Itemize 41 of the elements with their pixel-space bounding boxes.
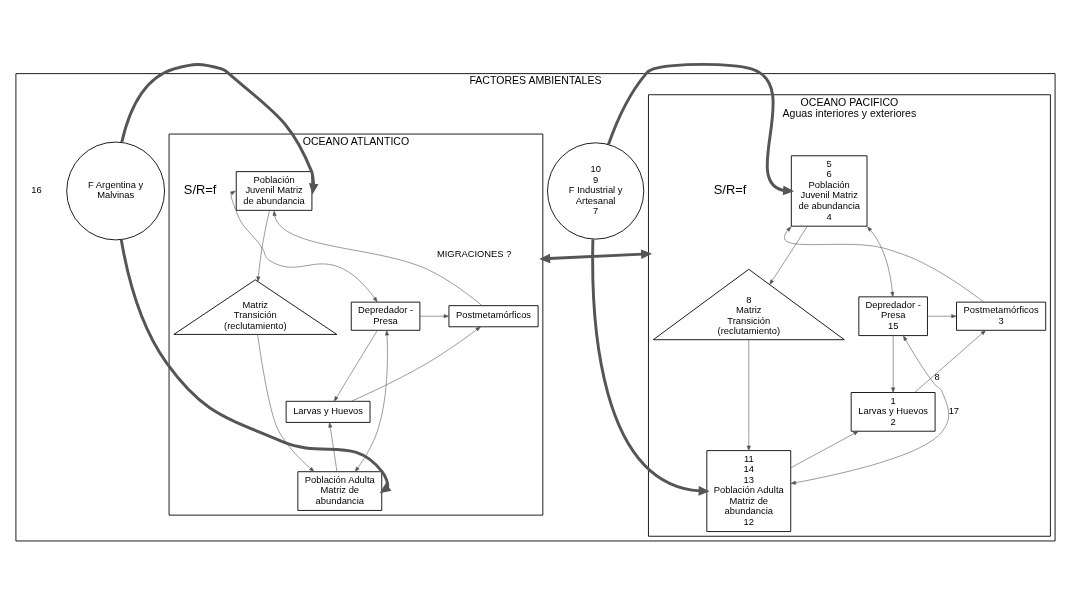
node-box: Depredador - Presa 15 — [858, 295, 928, 336]
node-box: 11 14 13 Población Adulta Matriz de abundancia 12 — [706, 449, 792, 532]
arrow — [256, 209, 270, 282]
arrow — [790, 430, 859, 468]
node-box: Población Juvenil Matriz de abundancia — [235, 170, 313, 211]
node-box: Postmetamórficos 3 — [956, 301, 1047, 331]
arrow — [333, 329, 378, 402]
node-box: Población Adulta Matriz de abundancia — [297, 470, 383, 511]
arrow — [927, 313, 957, 318]
arrow — [591, 238, 710, 496]
arrow — [419, 313, 449, 318]
edge-label: MIGRACIONES ? — [436, 248, 512, 259]
arrow — [328, 421, 338, 472]
arrow — [539, 248, 653, 263]
label: S/R=f — [713, 181, 747, 197]
label: S/R=f — [183, 181, 217, 197]
edge-label: 8 — [934, 371, 940, 382]
node-box: Depredador - Presa — [350, 301, 421, 331]
arrow — [230, 190, 378, 302]
node-box: Larvas y Huevos — [285, 400, 371, 423]
arrow — [120, 62, 319, 195]
arrow — [784, 225, 985, 302]
arrow — [119, 239, 392, 493]
arrow — [867, 225, 895, 297]
arrow — [272, 210, 483, 306]
arrow — [769, 225, 808, 285]
arrow — [350, 326, 481, 402]
arrow — [607, 62, 795, 195]
arrow — [891, 334, 896, 393]
arrow — [354, 329, 389, 472]
node-circle: 10 9 F Industrial y Artesanal 7 — [547, 141, 645, 240]
arrow — [914, 329, 986, 393]
edge-label: 17 — [948, 405, 960, 416]
arrow — [746, 338, 751, 451]
node-circle: F Argentina y Malvinas — [66, 141, 166, 240]
node-box: Postmetamórficos — [448, 304, 539, 327]
label: 16 — [31, 184, 42, 195]
node-box: 1 Larvas y Huevos 2 — [850, 391, 936, 432]
arrow — [257, 333, 315, 472]
arrow — [790, 334, 949, 485]
node-box: 5 6 Población Juvenil Matriz de abundancia 4 — [790, 154, 868, 227]
